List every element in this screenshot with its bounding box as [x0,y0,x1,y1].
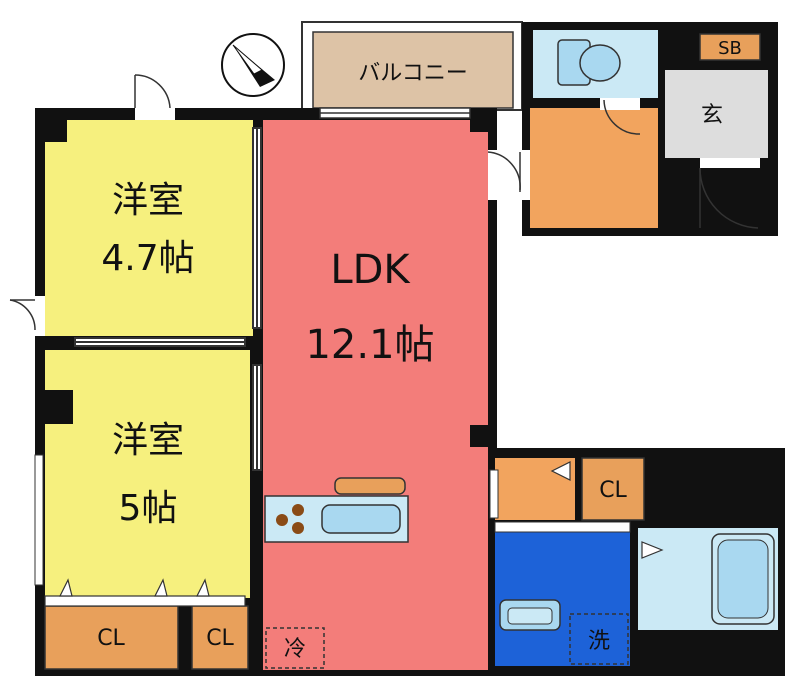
closet-left-label: CL [97,626,125,651]
closet-hall-label: CL [599,478,627,503]
fridge-space [265,627,325,669]
closet-hall [581,457,645,521]
top-door [134,74,175,120]
shoebox [699,33,761,61]
kitchen-counter [264,477,409,543]
western-room-2-size: 5帖 [119,488,178,529]
western-room-1-name: 洋室 [112,180,184,221]
closet-right [191,605,249,670]
western-room-2 [45,350,250,598]
western-room-1 [45,120,253,336]
balcony-label: バルコニー [358,61,468,86]
side-door [9,296,45,336]
ldk-size: 12.1帖 [305,322,434,368]
entrance-label: 玄 [701,103,723,128]
sliding-door-marks [74,127,262,471]
hall-door [487,98,641,200]
hall [530,108,658,228]
western-room-1-size: 4.7帖 [101,238,194,279]
washer-label: 洗 [588,629,610,654]
shoebox-label: SB [718,38,742,59]
fridge-label: 冷 [284,637,306,662]
closet-door-marks [44,578,246,607]
washroom [495,532,630,666]
north-arrow-icon [221,33,285,97]
ldk [263,120,488,670]
closet-left [44,605,179,670]
entrance [665,70,768,158]
western-room-2-name: 洋室 [112,420,184,461]
washbasin-icon [499,599,561,631]
washer-space [569,613,629,665]
stove-burner-icon [276,514,288,526]
kitchen-sink [321,504,401,534]
toilet-icon [557,39,621,86]
closet-right-label: CL [206,626,234,651]
ldk-name: LDK [330,247,411,293]
balcony: バルコニー [301,21,523,111]
entrance-door [699,158,760,229]
